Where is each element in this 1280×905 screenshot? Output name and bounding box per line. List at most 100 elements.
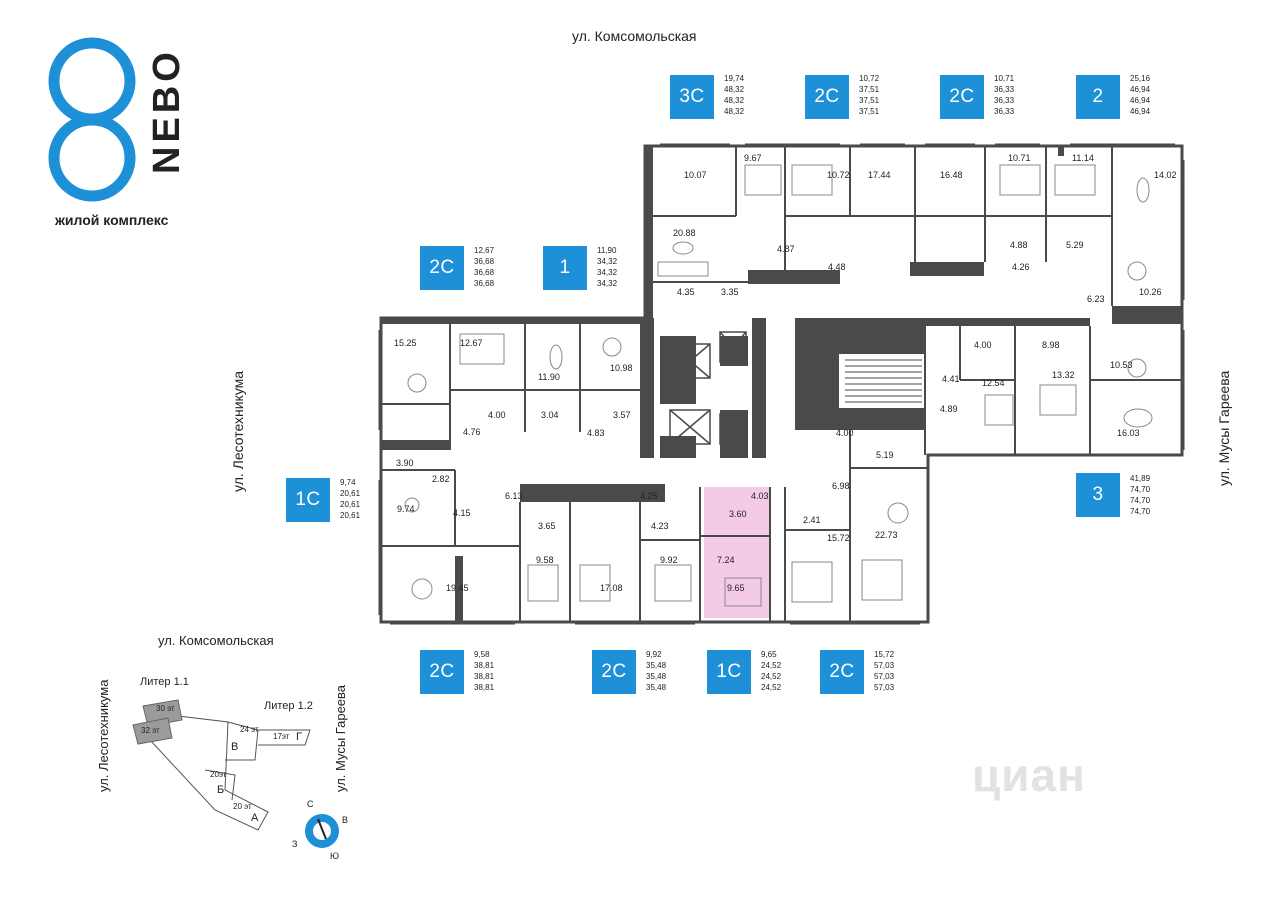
room-label: 4.76 [463,427,481,437]
room-label: 17.44 [868,170,891,180]
room-label: 12.67 [460,338,483,348]
room-label: 3.57 [613,410,631,420]
badge-apt-2[interactable]: 2С [805,75,849,119]
site-floors-4: 17эт [273,732,290,741]
room-label: 6.98 [832,481,850,491]
site-floors-3: 24 эт [240,725,259,734]
room-label: 2.41 [803,515,821,525]
highlighted-apartment[interactable] [704,487,770,618]
badge-apt-10[interactable]: 2С [592,650,636,694]
room-label: 10.07 [684,170,707,180]
room-label: 5.19 [876,450,894,460]
room-label: 9.74 [397,504,415,514]
room-label: 9.65 [727,583,745,593]
watermark: циан [972,749,1086,801]
site-section-v: В [231,741,239,753]
site-section-b: Б [217,784,225,796]
room-label: 4.26 [1012,262,1030,272]
room-label: 7.24 [717,555,735,565]
badge-apt-1[interactable]: 3С [670,75,714,119]
room-label: 4.87 [777,244,795,254]
room-label: 10.26 [1139,287,1162,297]
site-floors-1: 30 эт [156,704,175,713]
room-label: 9.92 [660,555,678,565]
room-label: 4.83 [587,428,605,438]
room-label: 4.41 [942,374,960,384]
brand-logo: NEBO [48,36,198,206]
room-label: 4.89 [940,404,958,414]
site-street-top: ул. Комсомольская [158,633,274,648]
compass-south: Ю [330,851,340,861]
brand-subtitle: жилой комплекс [55,212,169,228]
badge-apt-8[interactable]: 3 [1076,473,1120,517]
room-label: 14.02 [1154,170,1177,180]
room-label: 4.88 [1010,240,1028,250]
room-label: 3.60 [729,509,747,519]
room-label: 4.48 [828,262,846,272]
room-label: 11.90 [538,372,560,382]
badge-apt-4[interactable]: 2 [1076,75,1120,119]
room-label: 20.88 [673,228,696,238]
room-label: 15.25 [394,338,417,348]
room-label: 3.65 [538,521,556,531]
site-floors-5: 20эт [210,770,227,779]
compass-north: С [307,799,314,809]
room-label: 3.35 [721,287,739,297]
room-label: 6.23 [1087,294,1105,304]
site-litera-2: Литер 1.2 [264,700,313,712]
site-section-a: А [251,812,259,824]
site-section-g: Г [296,731,302,743]
room-label: 13.32 [1052,370,1075,380]
room-label: 19.45 [446,583,469,593]
room-label: 4.23 [651,521,669,531]
badge-apt-5[interactable]: 2С [420,246,464,290]
room-label: 4.00 [974,340,992,350]
site-litera-1: Литер 1.1 [140,676,189,688]
room-label: 6.13 [505,491,523,501]
compass-west: З [292,839,298,849]
room-label: 22.73 [875,530,898,540]
room-label: 4.35 [677,287,695,297]
badge-apt-11[interactable]: 1С [707,650,751,694]
room-label: 4.00 [488,410,506,420]
room-label: 16.03 [1117,428,1140,438]
compass-icon [305,814,339,848]
room-label: 4.00 [836,428,854,438]
room-label: 11.14 [1072,153,1094,163]
room-label: 8.98 [1042,340,1060,350]
room-label: 3.90 [396,458,414,468]
room-label: 5.29 [1066,240,1084,250]
room-label: 2.82 [432,474,450,484]
room-label: 10.71 [1008,153,1031,163]
site-floors-2: 32 эт [141,726,160,735]
room-label: 10.72 [827,170,850,180]
badge-apt-12[interactable]: 2С [820,650,864,694]
street-top: ул. Комсомольская [572,28,697,44]
room-label: 4.15 [453,508,471,518]
badge-apt-6[interactable]: 1 [543,246,587,290]
room-label: 16.48 [940,170,963,180]
eight-logo-icon [48,37,136,202]
room-label: 4.03 [751,491,769,501]
room-label: 4.25 [640,491,658,501]
badge-apt-3[interactable]: 2С [940,75,984,119]
room-label: 9.58 [536,555,554,565]
compass: С В Ю З [290,797,360,867]
room-label: 17.08 [600,583,623,593]
badge-apt-7[interactable]: 1С [286,478,330,522]
badge-apt-9[interactable]: 2С [420,650,464,694]
room-label: 12.54 [982,378,1005,388]
room-label: 9.67 [744,153,762,163]
